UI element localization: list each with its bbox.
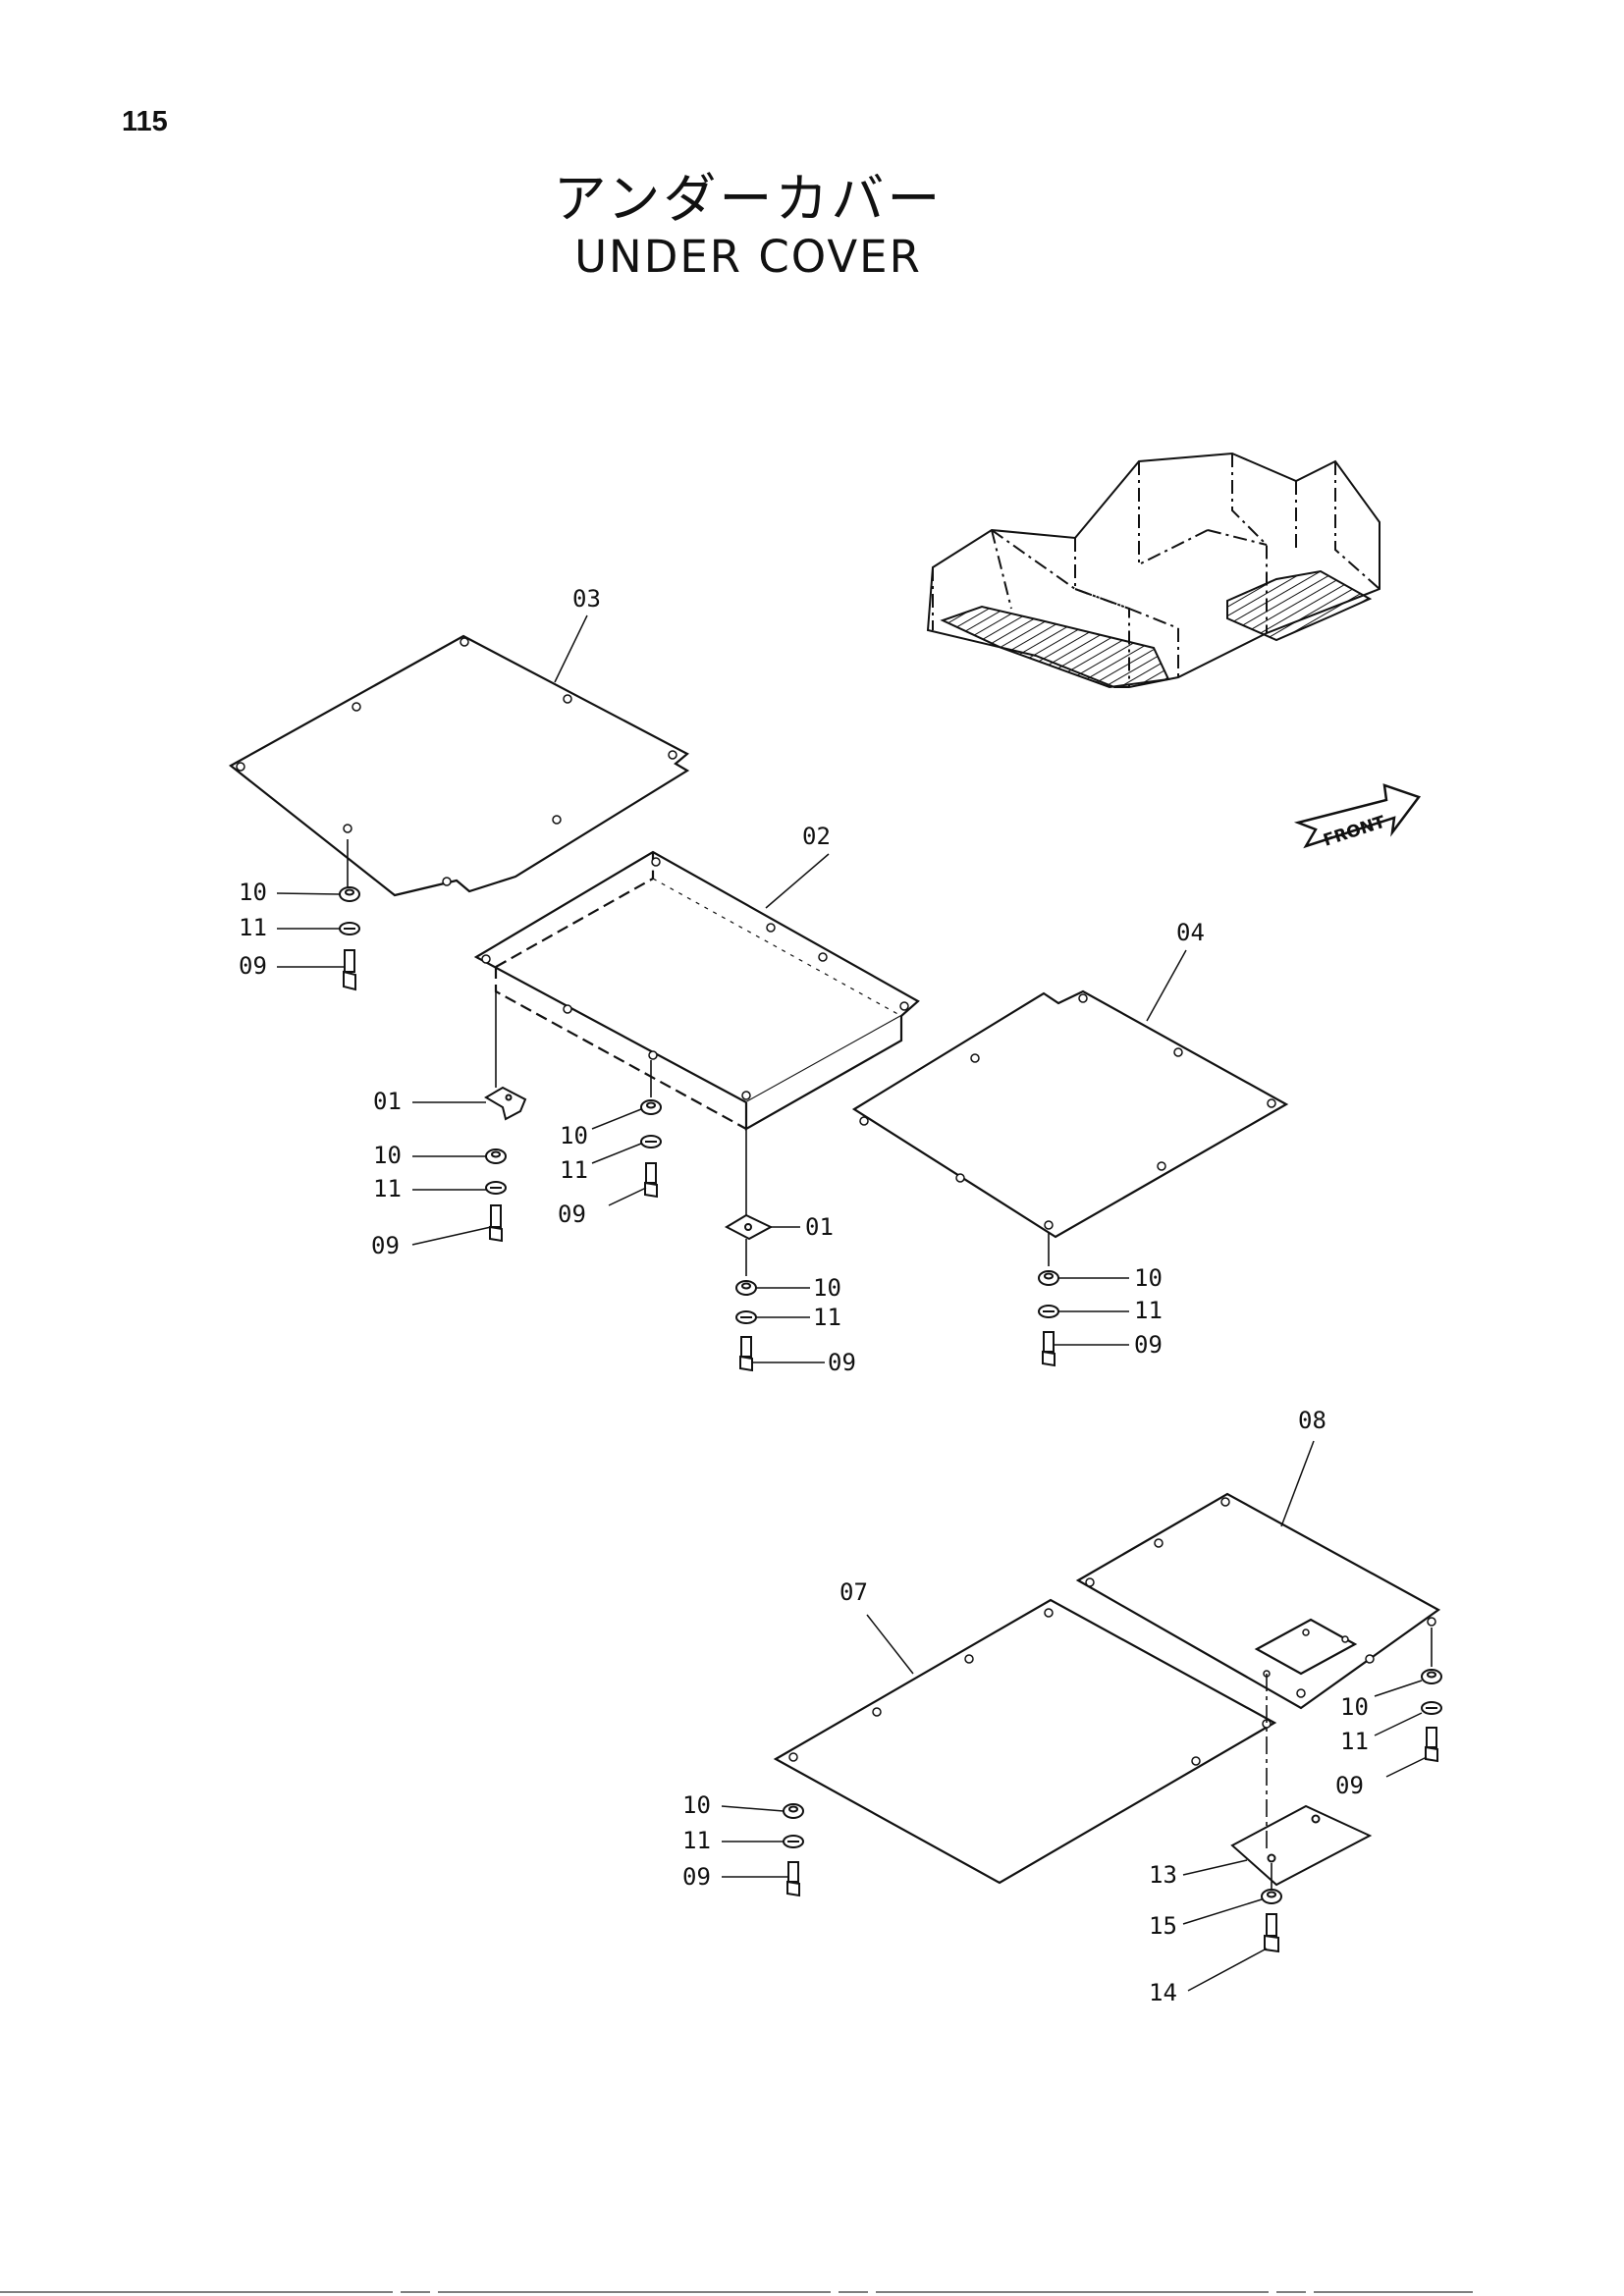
bracket-01-left bbox=[484, 1086, 527, 1121]
label-14: 14 bbox=[1149, 1979, 1177, 2006]
label-11-g: 11 bbox=[682, 1827, 711, 1854]
label-02: 02 bbox=[802, 823, 831, 850]
title-english: UNDER COVER bbox=[574, 231, 922, 283]
label-07: 07 bbox=[839, 1578, 868, 1606]
label-09-c: 09 bbox=[558, 1201, 586, 1228]
label-11-e: 11 bbox=[1134, 1297, 1163, 1324]
plate-13 bbox=[1230, 1804, 1373, 1887]
label-10-a: 10 bbox=[239, 879, 267, 906]
label-08: 08 bbox=[1298, 1407, 1326, 1434]
label-01-b: 01 bbox=[805, 1213, 834, 1241]
label-11-c: 11 bbox=[560, 1156, 588, 1184]
label-10-b: 10 bbox=[373, 1142, 402, 1169]
label-10-d: 10 bbox=[813, 1274, 841, 1302]
label-13: 13 bbox=[1149, 1861, 1177, 1889]
label-11-a: 11 bbox=[239, 914, 267, 941]
label-09-b: 09 bbox=[371, 1232, 400, 1259]
label-15: 15 bbox=[1149, 1912, 1177, 1940]
cover-04 bbox=[851, 989, 1289, 1239]
label-04: 04 bbox=[1176, 919, 1205, 946]
assembly-axis-lines bbox=[347, 839, 1433, 1890]
part-labels: 03 02 04 10 11 09 01 10 11 09 10 11 09 0… bbox=[239, 585, 1369, 2006]
label-11-b: 11 bbox=[373, 1175, 402, 1202]
hardware bbox=[339, 886, 1442, 1953]
label-09-d: 09 bbox=[828, 1349, 856, 1376]
leader-lines bbox=[276, 614, 1428, 1992]
page-number: 115 bbox=[122, 106, 168, 137]
label-10-c: 10 bbox=[560, 1122, 588, 1149]
label-09-f: 09 bbox=[1335, 1772, 1364, 1799]
label-11-d: 11 bbox=[813, 1304, 841, 1331]
label-10-e: 10 bbox=[1134, 1264, 1163, 1292]
title-block: アンダーカバー UNDER COVER bbox=[0, 155, 1624, 283]
cover-02 bbox=[473, 850, 920, 1131]
label-10-f: 10 bbox=[1340, 1693, 1369, 1721]
bracket-01-right bbox=[724, 1213, 774, 1241]
cover-03 bbox=[229, 634, 690, 897]
front-arrow: FRONT bbox=[1293, 783, 1422, 851]
label-09-a: 09 bbox=[239, 952, 267, 980]
label-09-g: 09 bbox=[682, 1863, 711, 1891]
title-japanese: アンダーカバー bbox=[553, 168, 944, 230]
label-03: 03 bbox=[572, 585, 601, 613]
label-10-g: 10 bbox=[682, 1791, 711, 1819]
label-01-a: 01 bbox=[373, 1088, 402, 1115]
label-09-e: 09 bbox=[1134, 1331, 1163, 1359]
machine-keymap bbox=[926, 452, 1380, 689]
label-11-f: 11 bbox=[1340, 1728, 1369, 1755]
cover-07 bbox=[773, 1598, 1277, 1885]
